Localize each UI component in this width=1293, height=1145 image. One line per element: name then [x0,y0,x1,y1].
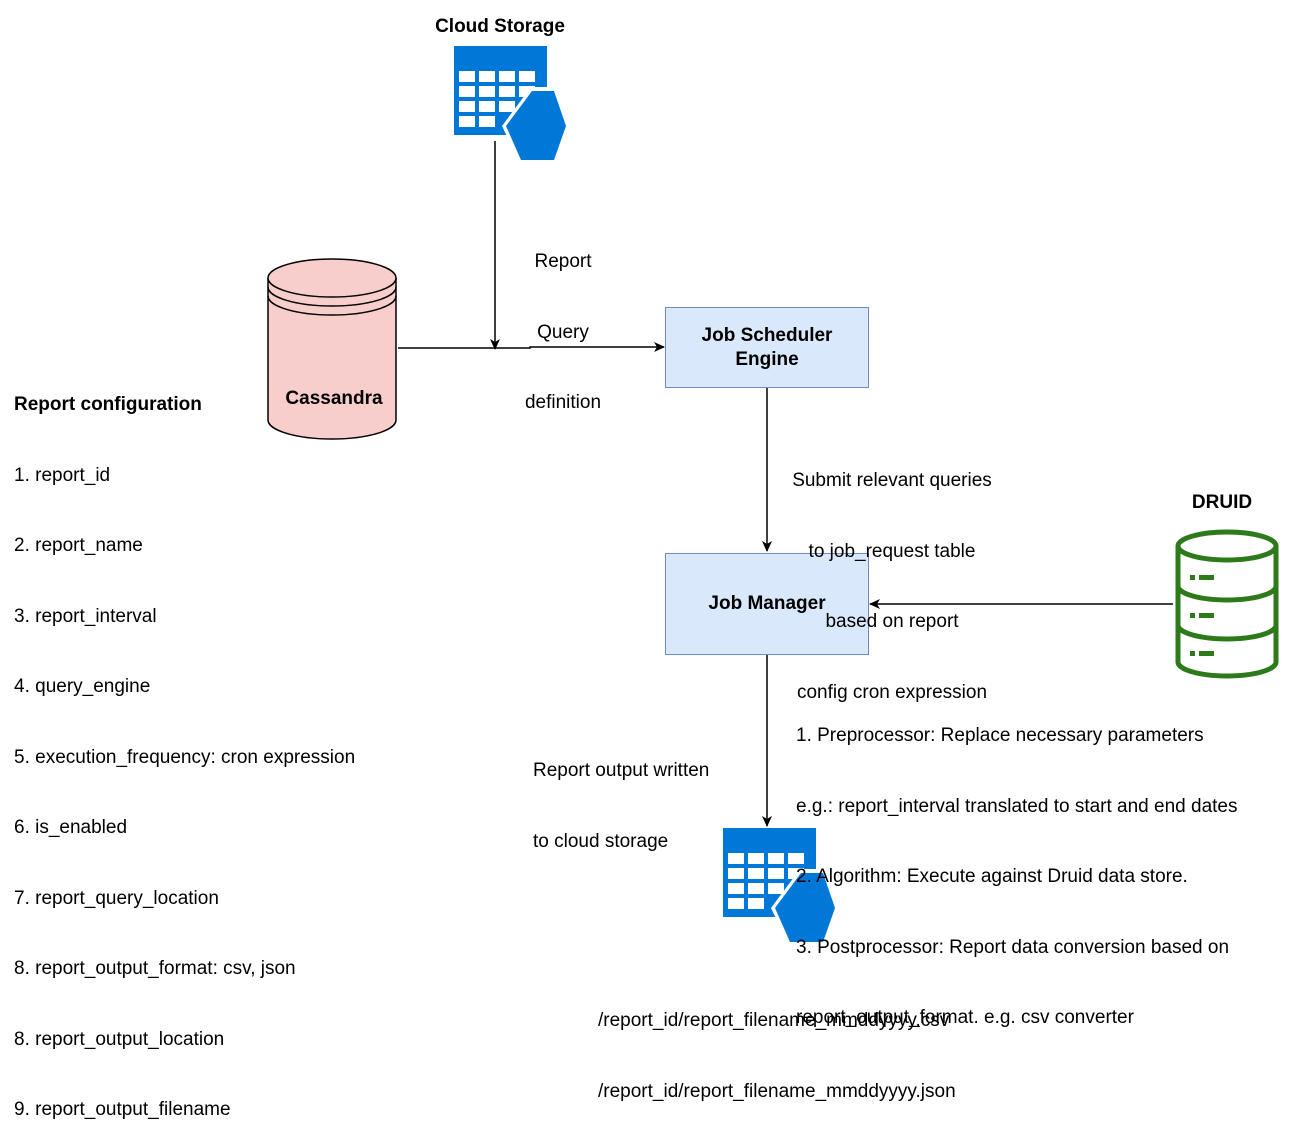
processing-step-line: 3. Postprocessor: Report data conversion… [796,936,1230,958]
report-configuration-title: Report configuration [14,394,202,415]
processing-step-line: 1. Preprocessor: Replace necessary param… [796,725,1204,746]
report-configuration-list: Report configuration 1. report_id 2. rep… [14,346,355,1145]
config-item: 4. query_engine [14,676,151,697]
label-line: to cloud storage [533,830,669,852]
job-manager-node: Job Manager [665,553,869,655]
label-line: based on report [825,611,959,632]
processing-step-line: e.g.: report_interval translated to star… [796,795,1238,817]
druid-title: DRUID [1191,492,1253,513]
label-line: to job_request table [808,540,976,562]
label-line: config cron expression [796,681,988,703]
processing-step-line: 2. Algorithm: Execute against Druid data… [796,866,1188,887]
report-output-written-label: Report output written to cloud storage [533,712,709,877]
config-item: 8. report_output_location [14,1028,225,1050]
config-item: 1. report_id [14,464,111,486]
label-line: Query [537,321,589,343]
node-label-line: Engine [735,348,799,370]
label-line: Report output written [533,760,710,781]
output-file-path: /report_id/report_filename_mmddyyyy.json [598,1080,956,1102]
cassandra-label: Cassandra [285,388,383,409]
job-scheduler-engine-node: Job Scheduler Engine [665,307,869,388]
edge-cassandra-to-scheduler [398,342,665,352]
druid-database-icon [1175,529,1279,679]
output-file-path: /report_id/report_filename_mmddyyyy.csv [598,1010,950,1031]
label-line: definition [524,392,602,413]
node-label-line: Job Scheduler [701,325,833,346]
output-storage-icon [723,828,839,946]
config-item: 9. report_output_filename [14,1099,231,1120]
cloud-storage-icon [454,46,570,164]
config-item: 6. is_enabled [14,817,128,838]
cassandra-cylinder [267,258,397,440]
node-label: Job Manager [708,593,826,615]
config-item: 2. report_name [14,535,143,556]
output-file-paths: /report_id/report_filename_mmddyyyy.csv … [598,962,956,1127]
config-item: 5. execution_frequency: cron expression [14,746,356,768]
diagram-canvas [267,46,1279,946]
config-item: 8. report_output_format: csv, json [14,958,296,979]
report-query-definition-label: Report Query definition [503,203,623,438]
label-line: Report [534,251,592,272]
cloud-storage-title: Cloud Storage [435,16,565,37]
druid-indicator-marks [1190,575,1214,656]
label-line: Submit relevant queries [792,470,992,491]
config-item: 7. report_query_location [14,887,219,909]
config-item: 3. report_interval [14,605,157,627]
submit-queries-label: Submit relevant queries to job_request t… [770,422,1014,728]
